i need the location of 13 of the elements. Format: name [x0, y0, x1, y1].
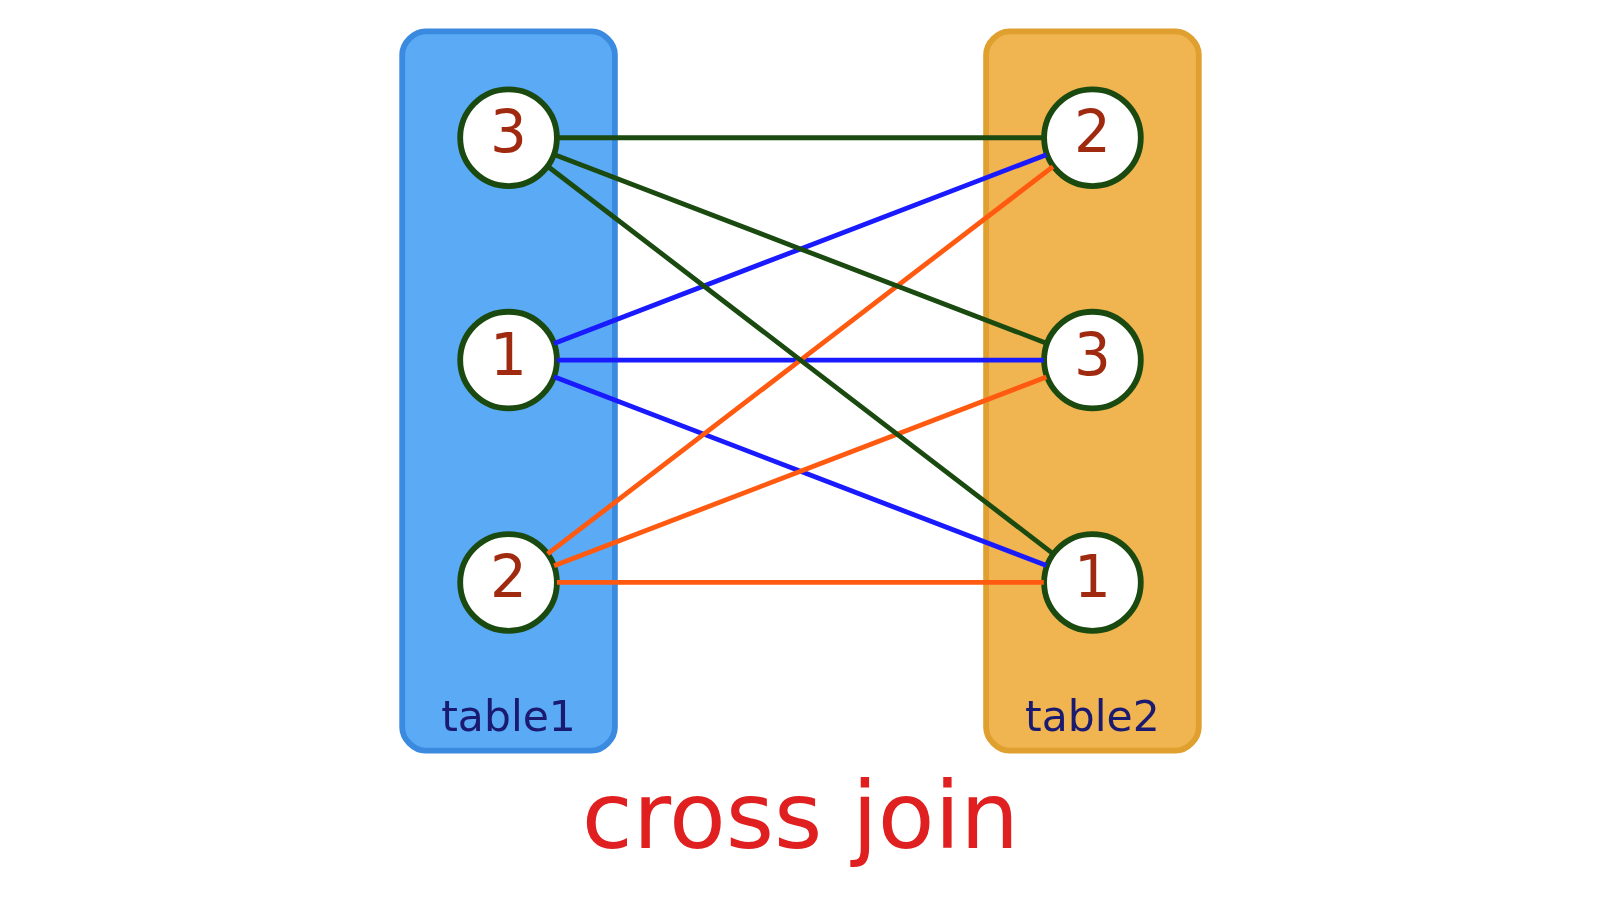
- connector: [545, 164, 1054, 556]
- diagram-title: cross join: [581, 762, 1019, 871]
- connector: [556, 135, 1044, 141]
- connector: [556, 357, 1044, 363]
- node-circle: 1: [1040, 531, 1144, 634]
- connector: [556, 580, 1044, 585]
- connector: [552, 152, 1047, 346]
- node-circle: 1: [456, 308, 560, 412]
- node-circle: 2: [1040, 86, 1144, 189]
- node-circle: 2: [456, 531, 560, 634]
- node-circle: 3: [456, 86, 560, 189]
- connector: [552, 374, 1047, 568]
- node-circle: 3: [1040, 308, 1144, 412]
